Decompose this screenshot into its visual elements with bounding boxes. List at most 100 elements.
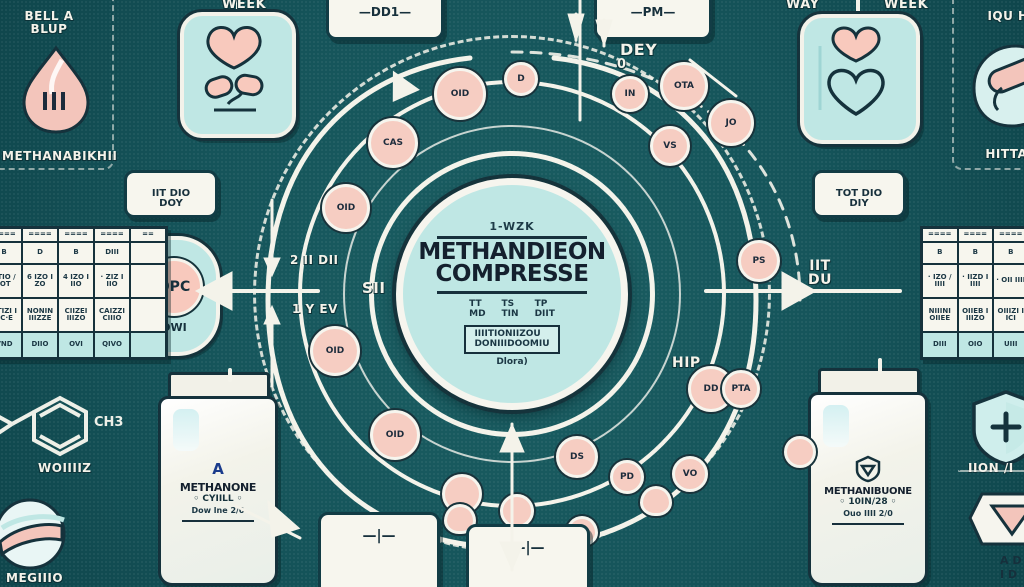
orbit-pill-0[interactable]: OID: [322, 184, 370, 232]
table-cell: · OII IIII: [993, 264, 1024, 298]
table-cell: UIII: [993, 332, 1024, 358]
flask-label-1: A D: [1000, 554, 1021, 567]
orbit-pill-12[interactable]: VO: [672, 456, 708, 492]
card-bottom-left[interactable]: —|—: [318, 512, 440, 587]
orbit-pill-4[interactable]: IN: [612, 76, 648, 112]
divider-bottom-right: [958, 470, 1024, 472]
table-cell: 4 IZO I IIO: [58, 264, 94, 298]
table-cell: [130, 242, 166, 264]
orbit-pill-1[interactable]: CAS: [368, 118, 418, 168]
orbit-pill-6[interactable]: JO: [708, 100, 754, 146]
table-cell: B: [0, 242, 22, 264]
side-box-top-left-caption: METHANABIKHII: [2, 149, 118, 163]
bottle-left-sub: ◦ CYIILL ◦: [193, 494, 243, 504]
panel-top-right-icons[interactable]: [800, 14, 920, 144]
table-header-cell: ====: [58, 228, 94, 242]
orbit-pill-3[interactable]: D: [504, 62, 538, 96]
orbit-pill-7[interactable]: VS: [650, 126, 690, 166]
hub-title-line2: COMPRESSE: [435, 261, 589, 288]
table-cell: B: [957, 242, 993, 264]
orbit-pill-5[interactable]: OTA: [660, 62, 708, 110]
droplet-icon: [22, 45, 90, 134]
tablet-icon: [0, 498, 66, 570]
molecule-label: CH3: [94, 415, 123, 430]
bottle-right-bar: [832, 522, 904, 525]
side-box-top-left: [0, 0, 114, 170]
bottle-left-bar: [182, 520, 254, 522]
top-label-right-2: WEEK: [884, 0, 929, 12]
inner-bottom-label: 1 Y EV: [292, 302, 338, 316]
orbit-pill-10[interactable]: PTA: [722, 370, 760, 408]
hub-left-tag: SII: [362, 279, 386, 297]
molecule-caption: WOIIIIZ: [38, 461, 92, 475]
panel-top-left-icons[interactable]: [180, 12, 296, 138]
table-cell: D: [22, 242, 58, 264]
orbit-pill-8[interactable]: PS: [738, 240, 780, 282]
hub-divider-mid: [437, 290, 587, 294]
bottle-left-highlight: [173, 409, 199, 451]
orbit-pill-plain-c[interactable]: [784, 436, 816, 468]
table-cell: CAIZZI CIIIO: [94, 298, 130, 332]
table-cell: OIO: [957, 332, 993, 358]
card-bottom-mid-text: —|—: [511, 540, 545, 556]
orbit-pill-11[interactable]: DS: [556, 436, 598, 478]
table-cell: · IIZD I IIII: [957, 264, 993, 298]
table-cell: DIIO: [22, 332, 58, 358]
table-cell: CIIZEI IIIZO: [58, 298, 94, 332]
orbit-tab-c[interactable]: [640, 486, 672, 516]
capsule-icon: [972, 44, 1024, 128]
table-cell: B: [993, 242, 1024, 264]
card-top-mid-left[interactable]: —DD1—: [326, 0, 444, 40]
table-cell: OIIIZI I ICI: [993, 298, 1024, 332]
card-bottom-mid[interactable]: —|—: [466, 524, 590, 587]
node-mid-top-label: 0: [617, 57, 627, 72]
hub-footer: Dlora): [496, 357, 528, 368]
top-label-left: WEEK: [222, 0, 267, 12]
double-heart-icon: [818, 26, 885, 117]
card-top-mid-right-text: —PM—: [630, 4, 676, 19]
side-box-top-right: [952, 0, 1024, 170]
side-box-top-right-title: IQU HII: [987, 9, 1024, 23]
side-box-top-left-title: BELL A BLUP: [24, 9, 74, 36]
orbit-pill-plain-b[interactable]: [500, 494, 534, 528]
table-cell: [130, 264, 166, 298]
card-top-mid-right[interactable]: —PM—: [594, 0, 712, 40]
table-header-cell: ====: [993, 228, 1024, 242]
shield-icon: [855, 455, 881, 482]
table-header-cell: ====: [94, 228, 130, 242]
bottle-right-highlight: [823, 405, 849, 447]
hub-title-line1: METHANDIEON: [418, 238, 606, 265]
table-cell: NIIINI OIIEE: [922, 298, 958, 332]
table-cell: [130, 332, 166, 358]
inner-top-label: 2 II DII: [290, 253, 339, 267]
table-header-cell: ====: [957, 228, 993, 242]
table-right: ================BBB· IZO / IIII· IIZD I …: [920, 226, 1024, 360]
orbit-pill-13[interactable]: PD: [610, 460, 644, 494]
card-bottom-left-text: —|—: [362, 528, 396, 544]
table-cell: QIVO: [94, 332, 130, 358]
table-cell: DIII: [922, 332, 958, 358]
bottle-right[interactable]: METHANIBUONE ◦ 10IN/28 ◦ Ouo IIII 2/0: [800, 368, 940, 587]
orbit-pill-14[interactable]: OID: [370, 410, 420, 460]
table-cell: NONIN IIIZZE: [22, 298, 58, 332]
table-cell: · IZO / IIII: [922, 264, 958, 298]
bottle-right-name: METHANIBUONE: [824, 485, 912, 497]
orbit-pill-2[interactable]: OID: [434, 68, 486, 120]
tablet-caption: MEGIIIO: [6, 571, 64, 585]
table-header-cell: ====: [22, 228, 58, 242]
bottle-left[interactable]: A METHANONE ◦ CYIILL ◦ Dow lne 2/0: [150, 372, 290, 587]
table-header-cell: ====: [0, 228, 22, 242]
orbit-pill-15[interactable]: OID: [310, 326, 360, 376]
